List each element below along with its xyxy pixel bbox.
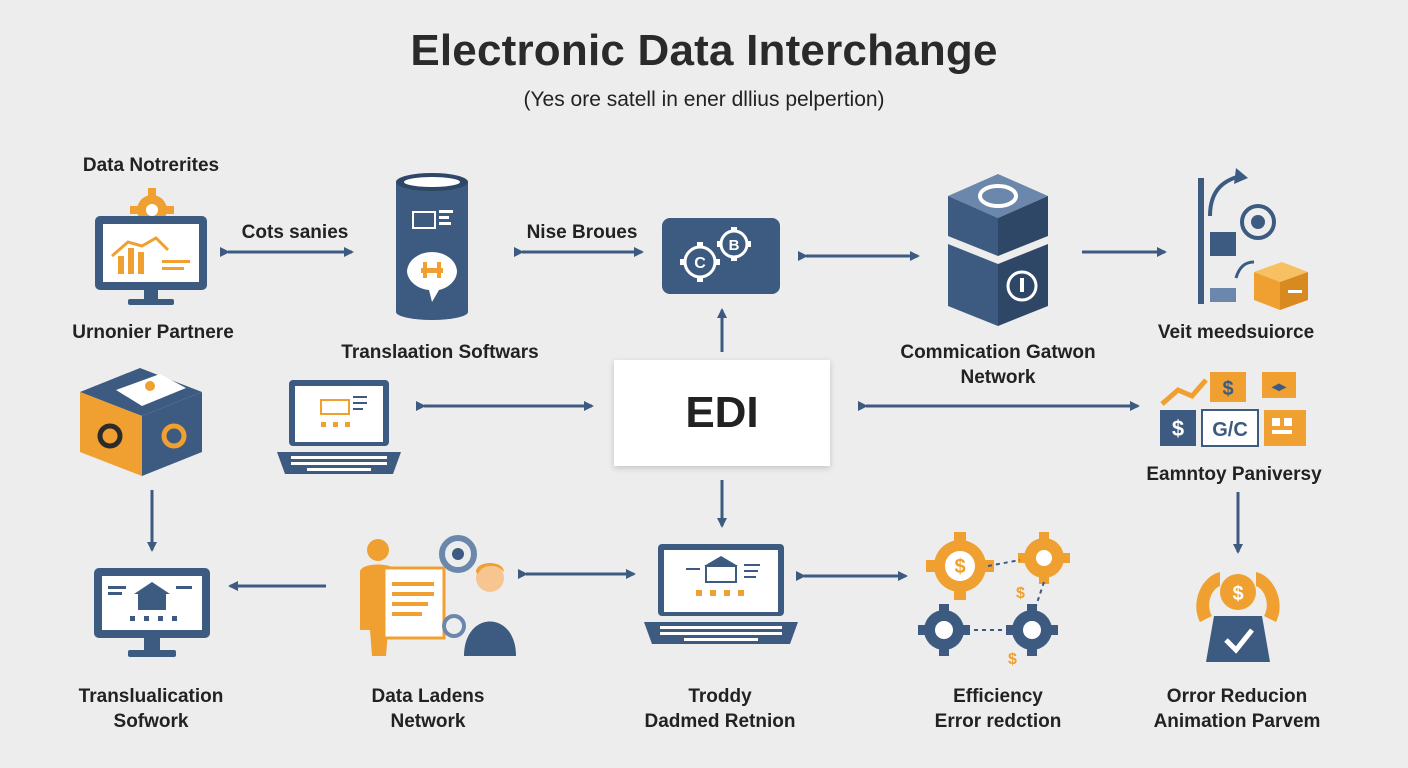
edi-center-box: EDI (614, 360, 830, 466)
label-eamntoy-paniversy: Eamntoy Paniversy (1146, 464, 1322, 485)
svg-text:◂▸: ◂▸ (1271, 378, 1287, 394)
dollar-text: $ (954, 556, 965, 578)
label-line: Sofwork (113, 711, 189, 732)
laptop-icon-bottom (644, 544, 798, 644)
gear-icon (439, 535, 477, 573)
b-gear-icon: B (717, 227, 751, 261)
label-nise-broues: Nise Broues (526, 222, 638, 243)
package-gears-icon (80, 368, 202, 476)
label-line: Translualication (78, 686, 224, 707)
label-urnonier-partnere: Urnonier Partnere (72, 322, 234, 343)
edi-label: EDI (685, 388, 759, 437)
label-line: Animation Parvem (1153, 711, 1321, 732)
gears-panel-icon: C B (662, 218, 780, 294)
label-cots-sanies: Cots sanies (241, 222, 349, 243)
efficiency-gears-icon: $ $ $ (918, 532, 1070, 668)
gc-text: G/C (1212, 419, 1248, 441)
server-cube-icon (948, 174, 1048, 326)
dollar-text: $ (1172, 416, 1184, 441)
dollar-text: $ (1232, 583, 1243, 605)
label-line: Data Ladens (371, 686, 485, 707)
label-line: Error redction (934, 711, 1062, 732)
dollar-text: $ (1222, 378, 1233, 400)
label-communication-network: Commication Gatwon Network (888, 340, 1108, 390)
label-translualication-sofwork: Translualication Sofwork (56, 684, 246, 734)
c-gear-text: C (694, 255, 706, 272)
gear-icon (161, 423, 187, 449)
people-document-icon (360, 535, 516, 656)
label-troddy-retnion: Troddy Dadmed Retnion (620, 684, 820, 734)
label-translation-softwars: Translaation Softwars (341, 342, 539, 363)
inventory-box-icon (1198, 168, 1308, 310)
label-efficiency-error: Efficiency Error redction (900, 684, 1096, 734)
label-line: Troddy (688, 686, 752, 707)
monitor-house-icon (94, 568, 210, 657)
label-data-ladens-network: Data Ladens Network (338, 684, 518, 734)
database-cylinder-icon (396, 173, 468, 320)
label-line: Orror Reducion (1166, 686, 1308, 707)
page-subtitle: (Yes ore satell in ener dllius pelpertio… (523, 88, 885, 111)
label-orror-reducion: Orror Reducion Animation Parvem (1130, 684, 1344, 734)
moneybag-check-icon: $ (1196, 572, 1280, 662)
monitor-chart-icon (95, 188, 207, 305)
dollar-text: $ (1016, 585, 1025, 602)
label-line: Dadmed Retnion (644, 711, 796, 732)
dollar-text: $ (1008, 651, 1017, 668)
label-line: Network (390, 711, 466, 732)
label-veit-meedsuiorce: Veit meedsuiorce (1157, 322, 1315, 343)
finance-blocks-icon: $ ◂▸ $ G/C (1160, 372, 1306, 447)
dollar-gear-icon: $ (926, 532, 994, 600)
gear-icon (1006, 604, 1058, 656)
gear-icon (1018, 532, 1070, 584)
gear-icon (918, 604, 970, 656)
page-title: Electronic Data Interchange (410, 26, 998, 75)
b-gear-text: B (729, 237, 740, 254)
label-line: Commication Gatwon (900, 342, 1096, 363)
label-data-notrerites: Data Notrerites (82, 155, 220, 176)
label-line: Efficiency (953, 686, 1043, 707)
laptop-icon-left (277, 380, 401, 474)
label-line: Network (960, 367, 1036, 388)
c-gear-icon: C (680, 242, 720, 282)
gear-icon (97, 423, 123, 449)
